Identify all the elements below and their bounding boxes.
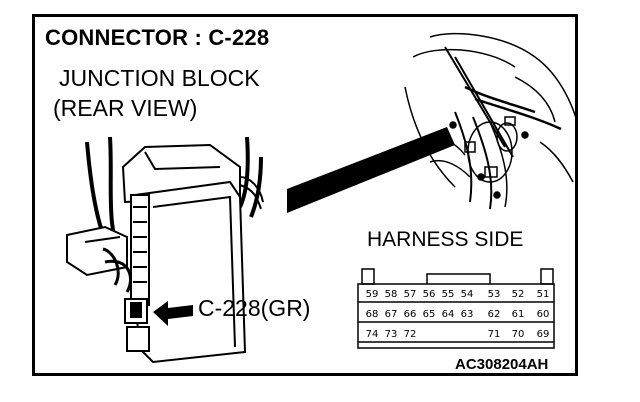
junction-block-label: JUNCTION BLOCK <box>59 65 260 91</box>
pin-label: 63 <box>460 309 474 320</box>
harness-side-label: HARNESS SIDE <box>367 228 524 251</box>
pin-label: 66 <box>403 309 417 320</box>
pin-label: 64 <box>441 309 455 320</box>
dashboard-sketch <box>404 32 575 210</box>
connector-callout-label: C-228(GR) <box>198 295 311 321</box>
pin-label: 58 <box>384 289 398 300</box>
pin-label: 73 <box>384 329 398 340</box>
pin-label: 53 <box>487 289 501 300</box>
junction-block-drawing <box>66 136 264 364</box>
illustration <box>66 32 575 364</box>
pin-label: 57 <box>403 289 417 300</box>
rear-view-label: (REAR VIEW) <box>53 95 198 121</box>
pin-label: 74 <box>365 329 379 340</box>
pin-label: 70 <box>511 329 525 340</box>
pin-label: 60 <box>536 309 550 320</box>
pin-label: 51 <box>536 289 550 300</box>
pin-label: 68 <box>365 309 379 320</box>
figure-code: AC308204AH <box>455 356 549 373</box>
pin-label: 69 <box>536 329 550 340</box>
pin-label: 55 <box>441 289 455 300</box>
callout-arrow <box>153 301 193 326</box>
pin-label: 67 <box>384 309 398 320</box>
pin-label: 52 <box>511 289 525 300</box>
pin-label: 65 <box>422 309 436 320</box>
pin-label: 71 <box>487 329 501 340</box>
diagram-frame: CONNECTOR : C-228 JUNCTION BLOCK (REAR V… <box>32 14 578 376</box>
pin-label: 72 <box>403 329 417 340</box>
pin-label: 59 <box>365 289 379 300</box>
magnify-beam <box>287 127 455 213</box>
pin-label: 54 <box>460 289 474 300</box>
connector-face <box>357 268 555 349</box>
pin-label: 61 <box>511 309 525 320</box>
pin-label: 62 <box>487 309 501 320</box>
pin-label: 56 <box>422 289 436 300</box>
connector-pin-grid: 59 58 57 56 55 54 53 52 51 68 67 66 65 6… <box>359 285 559 355</box>
connector-title: CONNECTOR : C-228 <box>45 25 270 50</box>
